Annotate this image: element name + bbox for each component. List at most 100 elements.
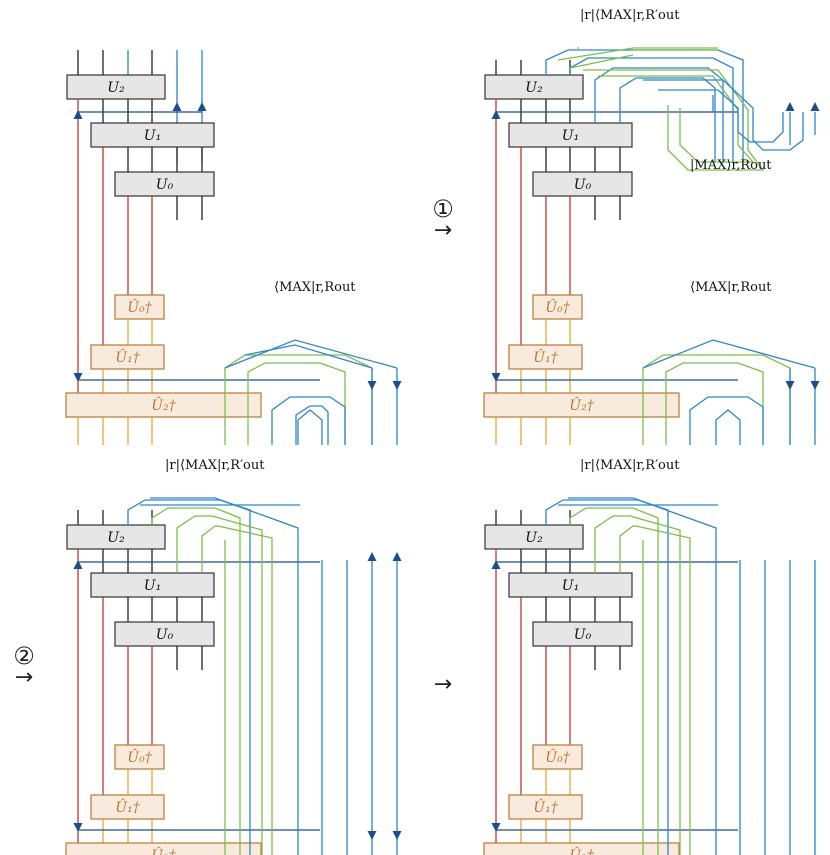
r-bra-max-green xyxy=(176,515,263,855)
navy-arrow xyxy=(810,381,820,390)
bra-max-blue-top xyxy=(244,344,373,369)
ket-max-green-top xyxy=(557,47,718,61)
cap-blue xyxy=(689,396,764,445)
gate-u1-label: U₁ xyxy=(144,128,161,144)
gate-u0-label: U₀ xyxy=(156,177,174,193)
navy-arrow xyxy=(367,381,377,390)
navy-arrow-top-left xyxy=(73,110,83,119)
ket-max-green xyxy=(598,75,755,163)
navy-arrow xyxy=(172,102,182,111)
bra-max-blue-outer xyxy=(224,339,398,369)
r-bra-max-blue xyxy=(545,499,669,855)
r-bra-max-green xyxy=(569,507,659,855)
gate-u2 xyxy=(66,74,166,100)
navy-arrow-bottom-left xyxy=(73,373,83,382)
gate-u0-dag xyxy=(532,294,583,320)
step-2-marker: ② → xyxy=(6,642,42,689)
bra-max-green xyxy=(247,362,346,445)
navy-arrow-top-left xyxy=(491,110,501,119)
gate-u2-label: U₂ xyxy=(107,530,125,546)
navy-arrow xyxy=(367,552,377,561)
cap-blue xyxy=(295,405,329,445)
gate-u1-label: U₁ xyxy=(562,578,579,594)
gate-u0-label: U₀ xyxy=(574,177,592,193)
navy-arrow-bottom-left xyxy=(491,823,501,832)
label-r-bra-max-br: |r|⟨MAX|r,R′out xyxy=(580,458,679,473)
gate-u1-dag-label: Û₁† xyxy=(115,798,140,816)
navy-arrow xyxy=(785,102,795,111)
r-bra-max-blue xyxy=(150,497,299,855)
r-bra-max-green xyxy=(201,525,273,855)
navy-arrow-top-left xyxy=(73,560,83,569)
gate-u1 xyxy=(508,122,633,148)
gate-u2-dag xyxy=(483,392,680,418)
gate-u2-label: U₂ xyxy=(525,530,543,546)
label-r-bra-max-tr: |r|⟨MAX|r,R′out xyxy=(580,8,679,23)
gate-u0-dag xyxy=(532,744,583,770)
gate-u2-dag-label: Û₂† xyxy=(569,396,594,414)
blue-cup xyxy=(658,89,784,143)
ket-max-green-top xyxy=(569,54,634,69)
r-bra-max-green xyxy=(151,507,241,855)
panel-tr: U₂ U₁ U₀ Û₀† Û₁† Û₂† xyxy=(483,47,820,445)
gate-u0-label: U₀ xyxy=(156,627,174,643)
gate-u0-dag xyxy=(114,744,165,770)
cap-blue xyxy=(271,396,346,445)
step-1-marker: ① → xyxy=(425,195,461,242)
navy-arrow-bottom-left xyxy=(491,373,501,382)
r-bra-max-blue xyxy=(569,57,734,162)
gate-u2-dag-label: Û₂† xyxy=(151,396,176,414)
gate-u1-dag-label: Û₁† xyxy=(533,348,558,366)
label-ket-max-tr: |MAX⟩r,Rout xyxy=(690,158,772,173)
gate-u0-dag-label: Û₀† xyxy=(545,748,570,766)
gate-u1-dag xyxy=(90,344,165,370)
r-bra-max-blue xyxy=(127,499,251,855)
gate-u2 xyxy=(484,74,584,100)
label-ket-max-tr-text: |MAX⟩r,Rout xyxy=(690,158,772,173)
gate-u1-label: U₁ xyxy=(144,578,161,594)
gate-u1-dag xyxy=(508,794,583,820)
gate-u1-label: U₁ xyxy=(562,128,579,144)
navy-arrow xyxy=(197,102,207,111)
blue-cup xyxy=(643,79,804,151)
gate-u0-dag-label: Û₀† xyxy=(545,298,570,316)
gate-u1-dag xyxy=(90,794,165,820)
gate-u2 xyxy=(484,524,584,550)
gate-u0 xyxy=(114,171,215,197)
gate-u1 xyxy=(508,572,633,598)
navy-arrow xyxy=(392,552,402,561)
gate-u0 xyxy=(532,621,633,647)
r-bra-max-blue xyxy=(594,67,724,162)
step-2-number: ② xyxy=(13,642,35,670)
gate-u2-label: U₂ xyxy=(525,80,543,96)
step-1-number: ① xyxy=(432,195,454,223)
label-bra-max-tl: ⟨MAX|r,Rout xyxy=(274,280,356,295)
r-bra-max-green xyxy=(594,515,681,855)
navy-arrow-bottom-left xyxy=(73,823,83,832)
cap-blue-inner xyxy=(297,409,323,445)
label-r-bra-max-bl-text: |r|⟨MAX|r,R′out xyxy=(165,458,265,473)
r-bra-max-blue xyxy=(568,497,717,855)
navy-arrow xyxy=(810,102,820,111)
r-bra-max-blue xyxy=(619,77,716,162)
label-bra-max-tr-text: ⟨MAX|r,Rout xyxy=(690,280,772,295)
gate-u2-dag-label: Û₂† xyxy=(569,846,594,855)
gate-u2-dag xyxy=(483,842,680,855)
gate-u2-label: U₂ xyxy=(107,80,125,96)
gate-u1-dag-label: Û₁† xyxy=(533,798,558,816)
navy-arrow xyxy=(392,381,402,390)
gate-u2-dag xyxy=(65,842,262,855)
bra-max-green xyxy=(665,362,764,445)
navy-arrow-top-left xyxy=(491,560,501,569)
navy-arrow xyxy=(785,381,795,390)
gate-u2-dag xyxy=(65,392,262,418)
step-3-marker: → xyxy=(425,674,461,696)
gate-u0-dag xyxy=(114,294,165,320)
label-bra-max-tl-text: ⟨MAX|r,Rout xyxy=(274,280,356,295)
r-bra-max-green xyxy=(619,525,691,855)
gate-u2-dag-label: Û₂† xyxy=(151,846,176,855)
